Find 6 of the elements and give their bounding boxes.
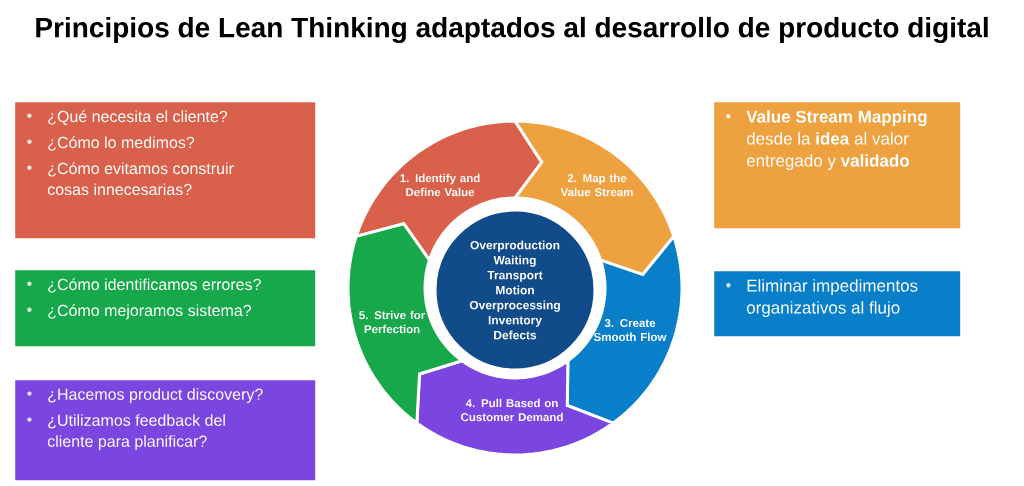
- question-box: ¿Qué necesita el cliente? ¿Cómo lo medimos? ¿Cómo evitamos construir cosas innecesarias?: [15, 102, 316, 239]
- question-box: Eliminar impedimentos organizativos al flujo: [714, 271, 961, 337]
- question-box: ¿Hacemos product discovery? ¿Utilizamos feedback del cliente para planificar?: [15, 380, 316, 481]
- title: Principios de Lean Thinking adaptados al desarrollo de producto digital: [36, 16, 988, 44]
- question-box: ¿Cómo identificamos errores? ¿Cómo mejoramos sistema?: [15, 270, 316, 347]
- question-box: Value Stream Mapping desde la idea al valor entregado y validado: [714, 102, 961, 229]
